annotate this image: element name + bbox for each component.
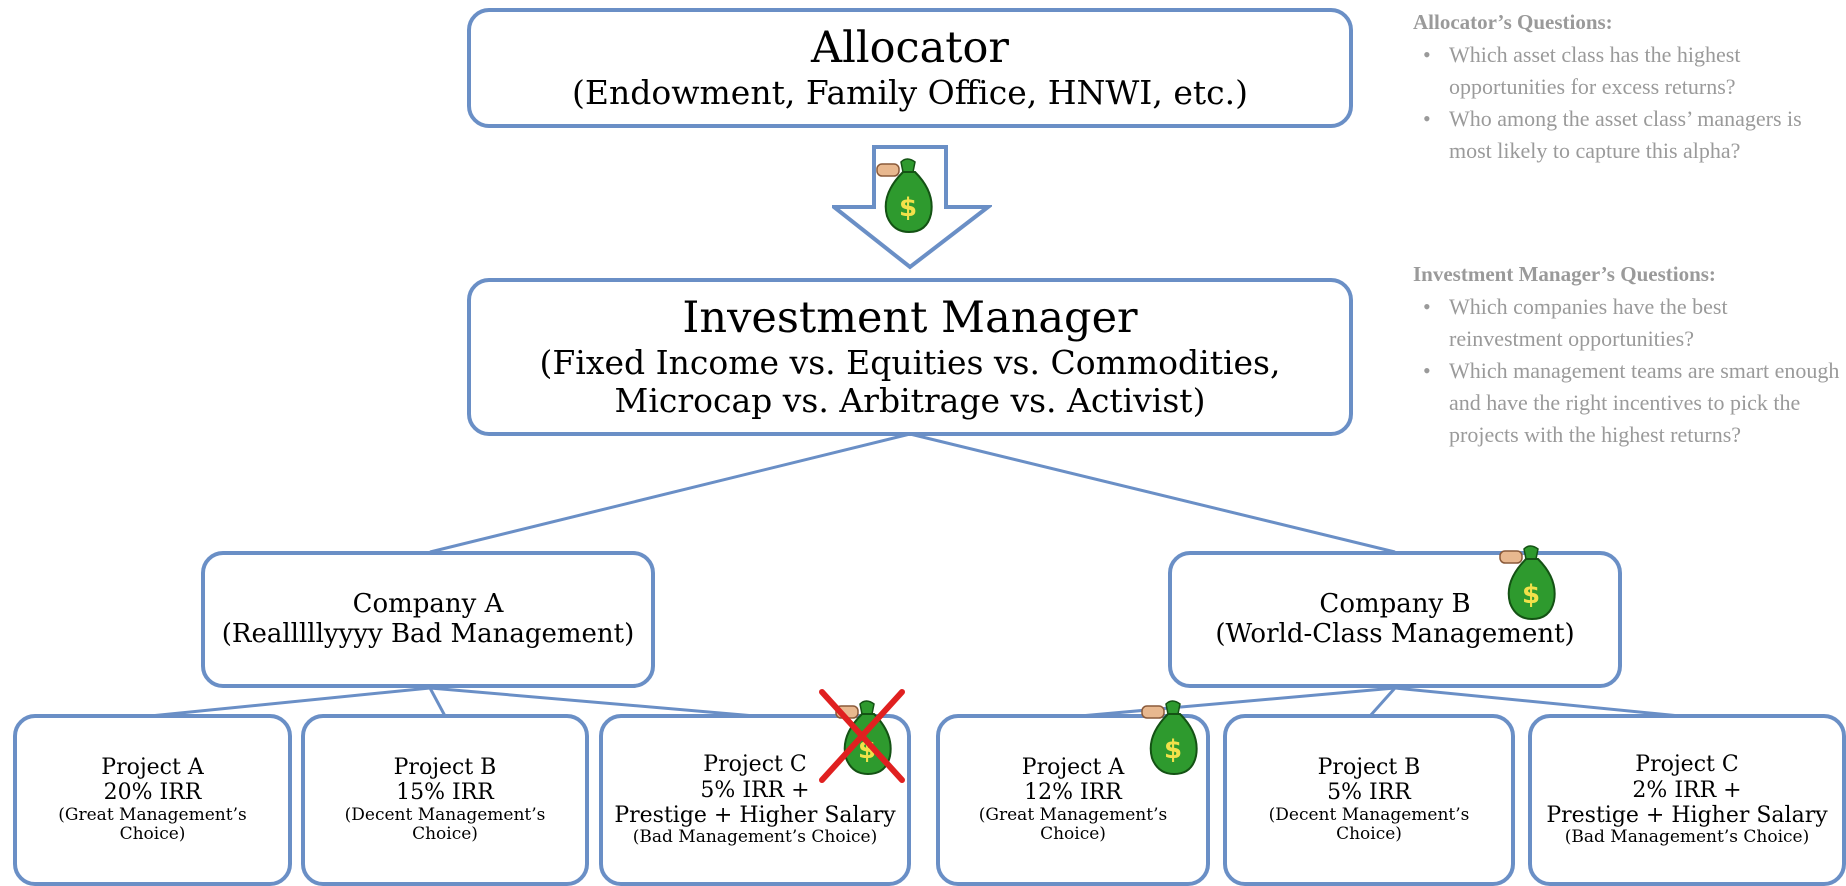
project-extra: Prestige + Higher Salary [1546,802,1828,828]
project-note: (Great Management’s [58,804,247,825]
allocator-box: Allocator (Endowment, Family Office, HNW… [467,8,1353,128]
company-b-subtitle: (World-Class Management) [1215,618,1575,649]
project-name: Project B [393,755,497,781]
company-b-project-b: Project B 5% IRR (Decent Management’s Ch… [1223,714,1515,886]
project-note: Choice) [119,824,186,845]
question-item: Which management teams are smart enough … [1423,355,1843,451]
project-irr: 20% IRR [103,780,202,806]
manager-questions-heading: Investment Manager’s Questions: [1413,262,1716,286]
project-irr: 2% IRR + [1632,777,1742,803]
allocator-title: Allocator [811,23,1009,74]
company-a-subtitle: (Realllllyyyy Bad Management) [221,618,635,649]
money-bag-icon: $ [1141,700,1198,776]
svg-text:$: $ [899,193,917,223]
manager-title: Investment Manager [682,293,1138,344]
allocator-questions: Allocator’s Questions: Which asset class… [1413,10,1843,167]
company-a-project-b: Project B 15% IRR (Decent Management’s C… [301,714,589,886]
project-name: Project C [703,752,807,778]
company-a-project-c: Project C 5% IRR + Prestige + Higher Sal… [599,714,911,886]
company-a-title: Company A [352,588,504,619]
project-note: (Decent Management’s [344,804,546,825]
company-a-box: Company A (Realllllyyyy Bad Management) [201,551,655,688]
company-b-project-c: Project C 2% IRR + Prestige + Higher Sal… [1528,714,1846,886]
company-a-project-a: Project A 20% IRR (Great Management’s Ch… [13,714,292,886]
svg-text:$: $ [1522,580,1540,610]
allocator-subtitle: (Endowment, Family Office, HNWI, etc.) [572,72,1248,112]
manager-line1: (Fixed Income vs. Equities vs. Commoditi… [539,342,1281,382]
project-irr: 5% IRR + [700,777,810,803]
manager-box: Investment Manager (Fixed Income vs. Equ… [467,278,1353,436]
project-irr: 15% IRR [396,780,494,806]
project-name: Project A [101,755,204,781]
project-note: (Great Management’s [978,804,1168,825]
svg-text:$: $ [1164,735,1182,765]
manager-line2: Microcap vs. Arbitrage vs. Activist) [614,380,1206,420]
manager-questions: Investment Manager’s Questions: Which co… [1413,262,1843,451]
question-item: Which asset class has the highest opport… [1423,39,1843,103]
money-bag-icon: $ [1499,545,1556,621]
project-note: Choice) [1336,824,1402,845]
red-x-icon [819,689,905,783]
question-item: Which companies have the best reinvestme… [1423,291,1843,355]
question-item: Who among the asset class’ managers is m… [1423,103,1843,167]
project-name: Project C [1635,752,1739,778]
project-irr: 12% IRR [1024,780,1122,806]
allocator-questions-heading: Allocator’s Questions: [1413,10,1613,34]
project-note: Choice) [1040,824,1106,845]
project-note: Choice) [412,824,478,845]
project-name: Project B [1317,755,1421,781]
project-irr: 5% IRR [1327,780,1411,806]
project-note: (Bad Management’s Choice) [632,827,878,848]
project-extra: Prestige + Higher Salary [614,802,896,828]
project-name: Project A [1021,755,1125,781]
company-b-title: Company B [1319,588,1471,619]
project-note: (Bad Management’s Choice) [1564,827,1810,848]
project-note: (Decent Management’s [1268,804,1470,825]
money-bag-icon: $ [876,158,933,234]
